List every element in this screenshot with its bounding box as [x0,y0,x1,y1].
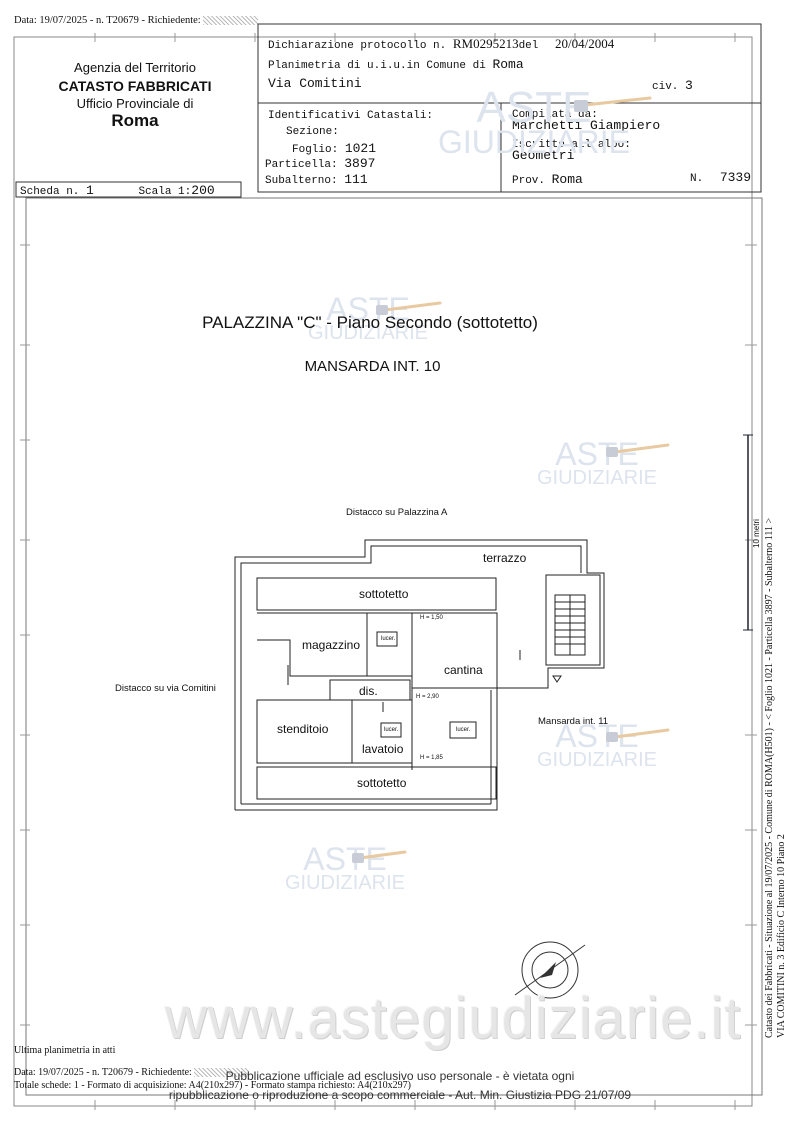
n-value: 7339 [719,170,752,185]
particella-value: 3897 [344,156,376,171]
publication-line-1: Pubblicazione ufficiale ad esclusivo uso… [225,1069,575,1083]
room-cantina: cantina [444,663,483,677]
scheda-label: Scheda n. [20,186,80,198]
declaration-date: 20/04/2004 [555,36,615,51]
lucernario-label-2: lucer. [384,727,399,733]
top-info-line: Data: 19/07/2025 - n. T20679 - Richieden… [14,15,259,26]
room-magazzino: magazzino [302,638,361,652]
identifiers-title: Identificativi Catastali: [268,110,434,122]
height-290: H = 2,90 [416,694,439,700]
side-catasto-line: Catasto dei Fabbricati - Situazione al 1… [764,517,775,1038]
side-address-line: VIA COMITINI n. 3 Edificio C Interno 10 … [776,834,787,1038]
agency-block: Agenzia del Territorio CATASTO FABBRICAT… [40,60,230,131]
office-city: Roma [111,111,159,130]
sezione-label: Sezione: [286,126,339,138]
albo-value: Geometri [512,148,575,163]
prov-value: Roma [551,172,583,187]
distacco-palazzina-a: Distacco su Palazzina A [346,507,448,518]
redacted-requester-footer [194,1068,250,1078]
room-terrazzo: terrazzo [483,551,527,565]
subalterno-label: Subalterno: [265,175,338,187]
mansarda-11-label: Mansarda int. 11 [538,716,609,727]
scheda-row: Scheda n. 1 Scala 1:200 [20,183,215,198]
foglio-row: Foglio: 1021 [292,141,376,156]
foglio-label: Foglio: [292,144,339,156]
footer-date-text: Data: 19/07/2025 - n. T20679 - Richieden… [14,1067,192,1078]
watermark-aste-header: ASTE GIUDIZIARIE [438,83,631,160]
subalterno-value: 111 [344,172,368,187]
redacted-requester [203,16,259,26]
room-dis: dis. [359,684,378,698]
footer-line-1: Data: 19/07/2025 - n. T20679 - Richieden… [14,1067,250,1078]
declaration-number: RM0295213 [452,36,519,51]
watermark-aste-mid: ASTE GIUDIZIARIE [537,436,658,489]
prov-row: Prov. Roma [512,172,583,187]
civ-label: civ. [652,81,679,93]
particella-row: Particella: 3897 [265,156,375,171]
declaration-del: del [518,40,539,52]
prov-label: Prov. [512,175,546,187]
height-185: H = 1,85 [420,755,443,761]
scale-bar-label: 10 metri [752,519,761,548]
lucernario-label-1: lucer. [381,636,396,642]
lucernario-label-3: lucer. [456,727,471,733]
declaration-label: Dichiarazione protocollo n. [268,40,447,52]
scheda-value: 1 [86,183,94,198]
agency-name: Agenzia del Territorio [74,60,196,75]
top-info-text: Data: 19/07/2025 - n. T20679 - Richieden… [14,15,201,26]
publication-line-2: ripubblicazione o riproduzione a scopo c… [168,1088,632,1102]
albo-label: Iscritto all'albo: [512,139,631,151]
footer-line-2: Totale schede: 1 - Formato di acquisizio… [14,1080,411,1091]
room-sottotetto-bottom: sottotetto [357,776,407,790]
plan-comune-row: Planimetria di u.i.u.in Comune di Roma [268,57,524,72]
plan-subtitle: MANSARDA INT. 10 [304,358,441,375]
height-150: H = 1,50 [420,615,443,621]
room-sottotetto-top: sottotetto [359,587,409,601]
watermark-aste-lower: ASTE GIUDIZIARIE [285,841,406,894]
subalterno-row: Subalterno: 111 [265,172,368,187]
civ-value: 3 [685,78,693,93]
foglio-value: 1021 [344,141,377,156]
room-stenditoio: stenditoio [277,722,329,736]
scala-label: Scala 1: [138,186,192,198]
albo-number-row: N. 7339 [690,170,751,185]
civ-row: civ. 3 [652,78,693,93]
catasto-title: CATASTO FABBRICATI [58,78,212,94]
website-watermark: www.astegiudiziarie.it [165,986,742,1051]
particella-label: Particella: [265,159,338,171]
ultima-planimetria: Ultima planimetria in atti [14,1045,116,1056]
room-lavatoio: lavatoio [362,742,404,756]
scala-value: 200 [191,183,215,198]
distacco-via-comitini: Distacco su via Comitini [115,683,216,694]
plan-title: PALAZZINA "C" - Piano Secondo (sottotett… [202,313,538,332]
office-label: Ufficio Provinciale di [76,96,194,111]
comune-value: Roma [492,57,524,72]
street-value: Via Comitini [268,76,362,91]
n-label: N. [690,173,704,185]
plan-label: Planimetria di u.i.u.in Comune di [268,60,486,72]
compiler-name: Marchetti Giampiero [512,118,661,133]
declaration-row: Dichiarazione protocollo n. RM0295213del… [268,36,614,52]
